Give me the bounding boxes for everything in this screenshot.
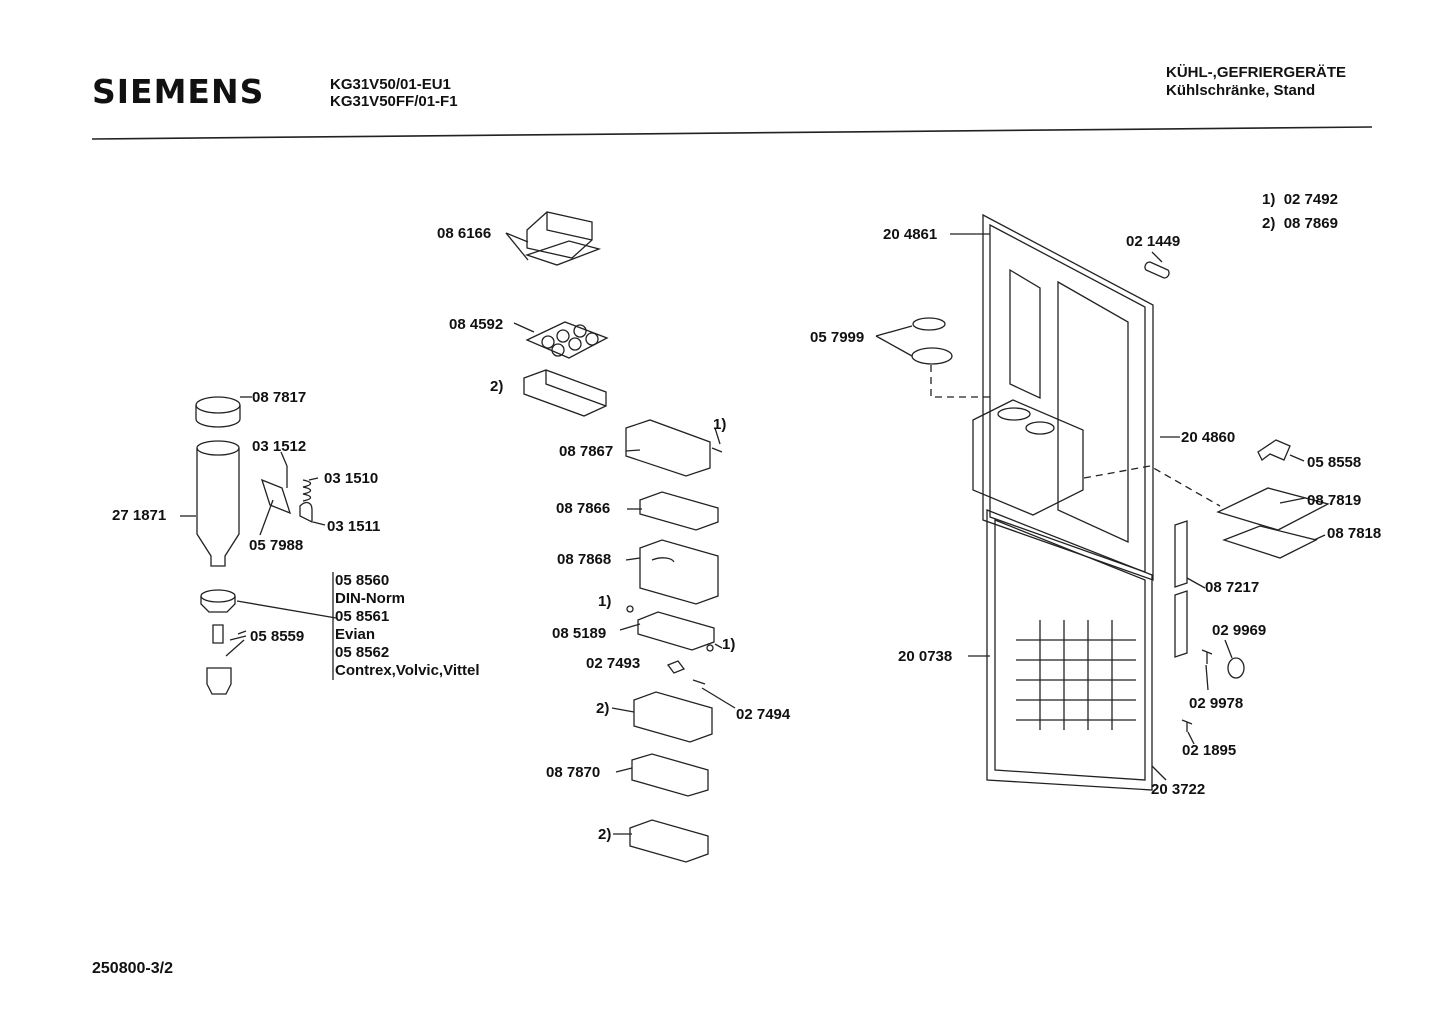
part-label-adapter: 05 8559 [250,628,305,645]
part-label-shelf-flap: 08 7868 [557,551,612,568]
part-label-grille: 08 7819 [1307,492,1362,509]
brand-logo: SIEMENS [92,72,265,111]
note-ref-1c: 1) [722,636,736,653]
variant-0: 05 8560 [335,572,390,589]
part-label-bolt: 02 7494 [736,706,791,723]
part-label-bottle-rail: 08 7870 [546,764,601,781]
part-label-screw-right: 02 9978 [1189,695,1244,712]
variant-4: 05 8562 [335,644,390,661]
dispenser-box-drawing [972,399,1084,516]
document-number: 250800-3/2 [92,960,173,977]
part-label-pin: 03 1512 [252,438,307,455]
part-label-bottle: 27 1871 [112,507,167,524]
part-label-bottle-cap: 08 7817 [252,389,307,406]
shelf-4-drawing [639,539,719,605]
shelf-2-drawing [625,419,711,477]
bottle-adapter-drawing [200,589,236,695]
variant-1: DIN-Norm [335,590,405,607]
screw-cap-drawing [1181,649,1245,732]
part-label-clip: 05 8558 [1307,454,1362,471]
hinge-cover-drawing [1174,520,1188,658]
legend-note-1: 1) 02 7492 [1262,191,1338,208]
variant-3: Evian [335,626,376,643]
shelf-7-drawing [629,819,709,863]
part-label-hinge-cover: 08 7217 [1205,579,1260,596]
part-label-shelf-base: 08 5189 [552,625,607,642]
model-number-2: KG31V50FF/01-F1 [330,93,458,110]
egg-tray-drawing [525,321,609,359]
header-rule [91,126,1373,140]
shelf-3-drawing [639,491,719,531]
part-label-egg-tray: 08 4592 [449,316,504,333]
variant-5: Contrex,Volvic,Vittel [335,662,480,679]
shelf-1-drawing [523,369,607,417]
lower-door-drawing [986,509,1153,791]
note-ref-1b: 1) [598,593,612,610]
shelf-5-drawing [637,611,715,651]
part-label-holder: 05 7988 [249,537,304,554]
legend-key-2: 2) [1262,215,1276,232]
legend-key-1: 1) [1262,191,1276,208]
note-ref-1a: 1) [713,416,727,433]
category-subtitle: Kühlschränke, Stand [1166,82,1316,99]
note-ref-2c: 2) [598,826,612,843]
note-ref-2b: 2) [596,700,610,717]
shelf-6-drawing [633,691,713,743]
note-ref-2a: 2) [490,378,504,395]
part-label-upper-door: 20 4860 [1181,429,1236,446]
variant-2: 05 8561 [335,608,390,625]
part-label-lower-seal: 20 3722 [1151,781,1206,798]
part-label-shelf-small: 08 7866 [556,500,611,517]
screw-small-drawing [626,605,714,685]
vent-grille-drawing [1216,487,1330,559]
part-label-latch: 03 1511 [327,518,381,535]
model-number-1: KG31V50/01-EU1 [330,76,451,93]
part-label-door-seal: 20 4861 [883,226,938,243]
part-label-screw-small: 02 1895 [1182,742,1237,759]
legend-note-2: 2) 08 7869 [1262,215,1338,232]
dispenser-nozzle-drawing [911,317,953,365]
handle-drawing [1144,261,1170,279]
category-title: KÜHL-,GEFRIERGERÄTE [1166,64,1346,81]
part-label-grille-base: 08 7818 [1327,525,1382,542]
bottle-rail-drawing [631,753,709,797]
legend-part-2: 08 7869 [1283,215,1338,232]
part-label-shelf-lid: 08 7867 [559,443,614,460]
part-label-spring: 03 1510 [324,470,379,487]
part-label-handle: 02 1449 [1126,233,1181,250]
bottle-cap-drawing [195,396,241,428]
part-label-lower-door: 20 0738 [898,648,953,665]
part-label-cap: 02 9969 [1212,622,1267,639]
butter-box-drawing [524,211,602,266]
bottle-drawing [196,440,240,567]
bottle-holder-clip-drawing [260,466,313,524]
legend-part-1: 02 7492 [1283,191,1338,208]
part-label-nozzle: 05 7999 [810,329,865,346]
part-label-butter-box: 08 6166 [437,225,492,242]
clip-drawing [1257,439,1291,461]
part-label-screw: 02 7493 [586,655,641,672]
